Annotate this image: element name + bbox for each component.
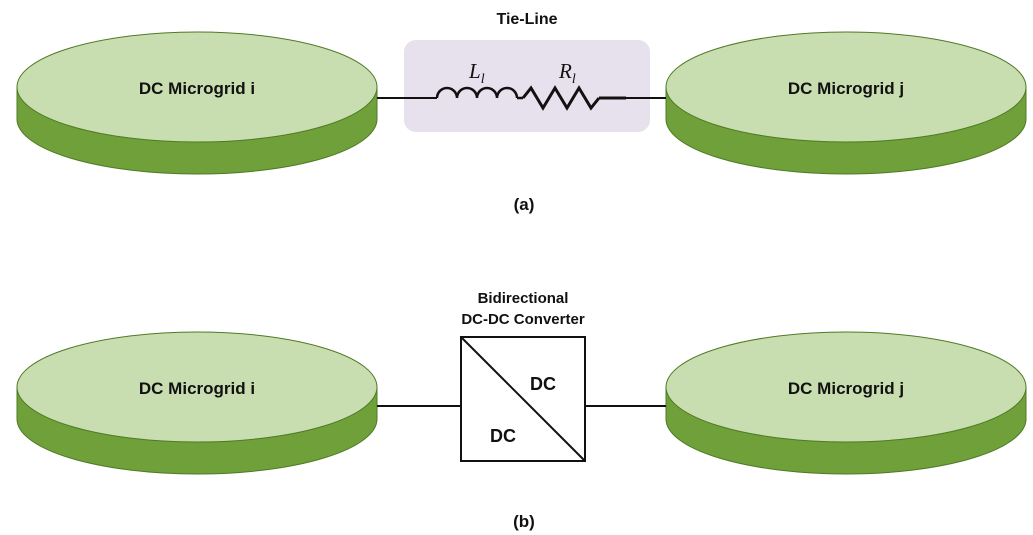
- tie-line-title: Tie-Line: [496, 11, 557, 28]
- disk-top: [16, 31, 378, 143]
- disk-top: [665, 331, 1027, 443]
- diagram-b: DC Microgrid i DC Microgrid j Bidirectio…: [16, 290, 1027, 531]
- converter-top-label: DC: [530, 374, 556, 394]
- caption-a: (a): [514, 195, 535, 214]
- microgrid-i-disk-a: DC Microgrid i: [16, 31, 378, 175]
- microgrid-i-disk-b: DC Microgrid i: [16, 331, 378, 475]
- disk-top: [16, 331, 378, 443]
- disk-top: [665, 31, 1027, 143]
- caption-b: (b): [513, 512, 535, 531]
- dc-dc-converter: DC DC: [460, 336, 586, 462]
- diagram-a: DC Microgrid i DC Microgrid j Tie-Line L…: [16, 11, 1027, 214]
- microgrid-i-label: DC Microgrid i: [139, 379, 255, 398]
- microgrid-j-label: DC Microgrid j: [788, 79, 904, 98]
- resistor-icon: [521, 85, 601, 111]
- resistor-label: Rl: [558, 59, 576, 87]
- converter-bottom-label: DC: [490, 426, 516, 446]
- converter-title-line2: DC-DC Converter: [461, 311, 585, 328]
- microgrid-j-disk-a: DC Microgrid j: [665, 31, 1027, 175]
- microgrid-i-label: DC Microgrid i: [139, 79, 255, 98]
- microgrid-j-disk-b: DC Microgrid j: [665, 331, 1027, 475]
- inductor-label: Ll: [468, 59, 485, 87]
- tie-line-box: [404, 40, 650, 132]
- converter-title-line1: Bidirectional: [478, 290, 569, 307]
- microgrid-j-label: DC Microgrid j: [788, 379, 904, 398]
- inductor-icon: [435, 86, 519, 99]
- converter-diagonal: [460, 336, 586, 462]
